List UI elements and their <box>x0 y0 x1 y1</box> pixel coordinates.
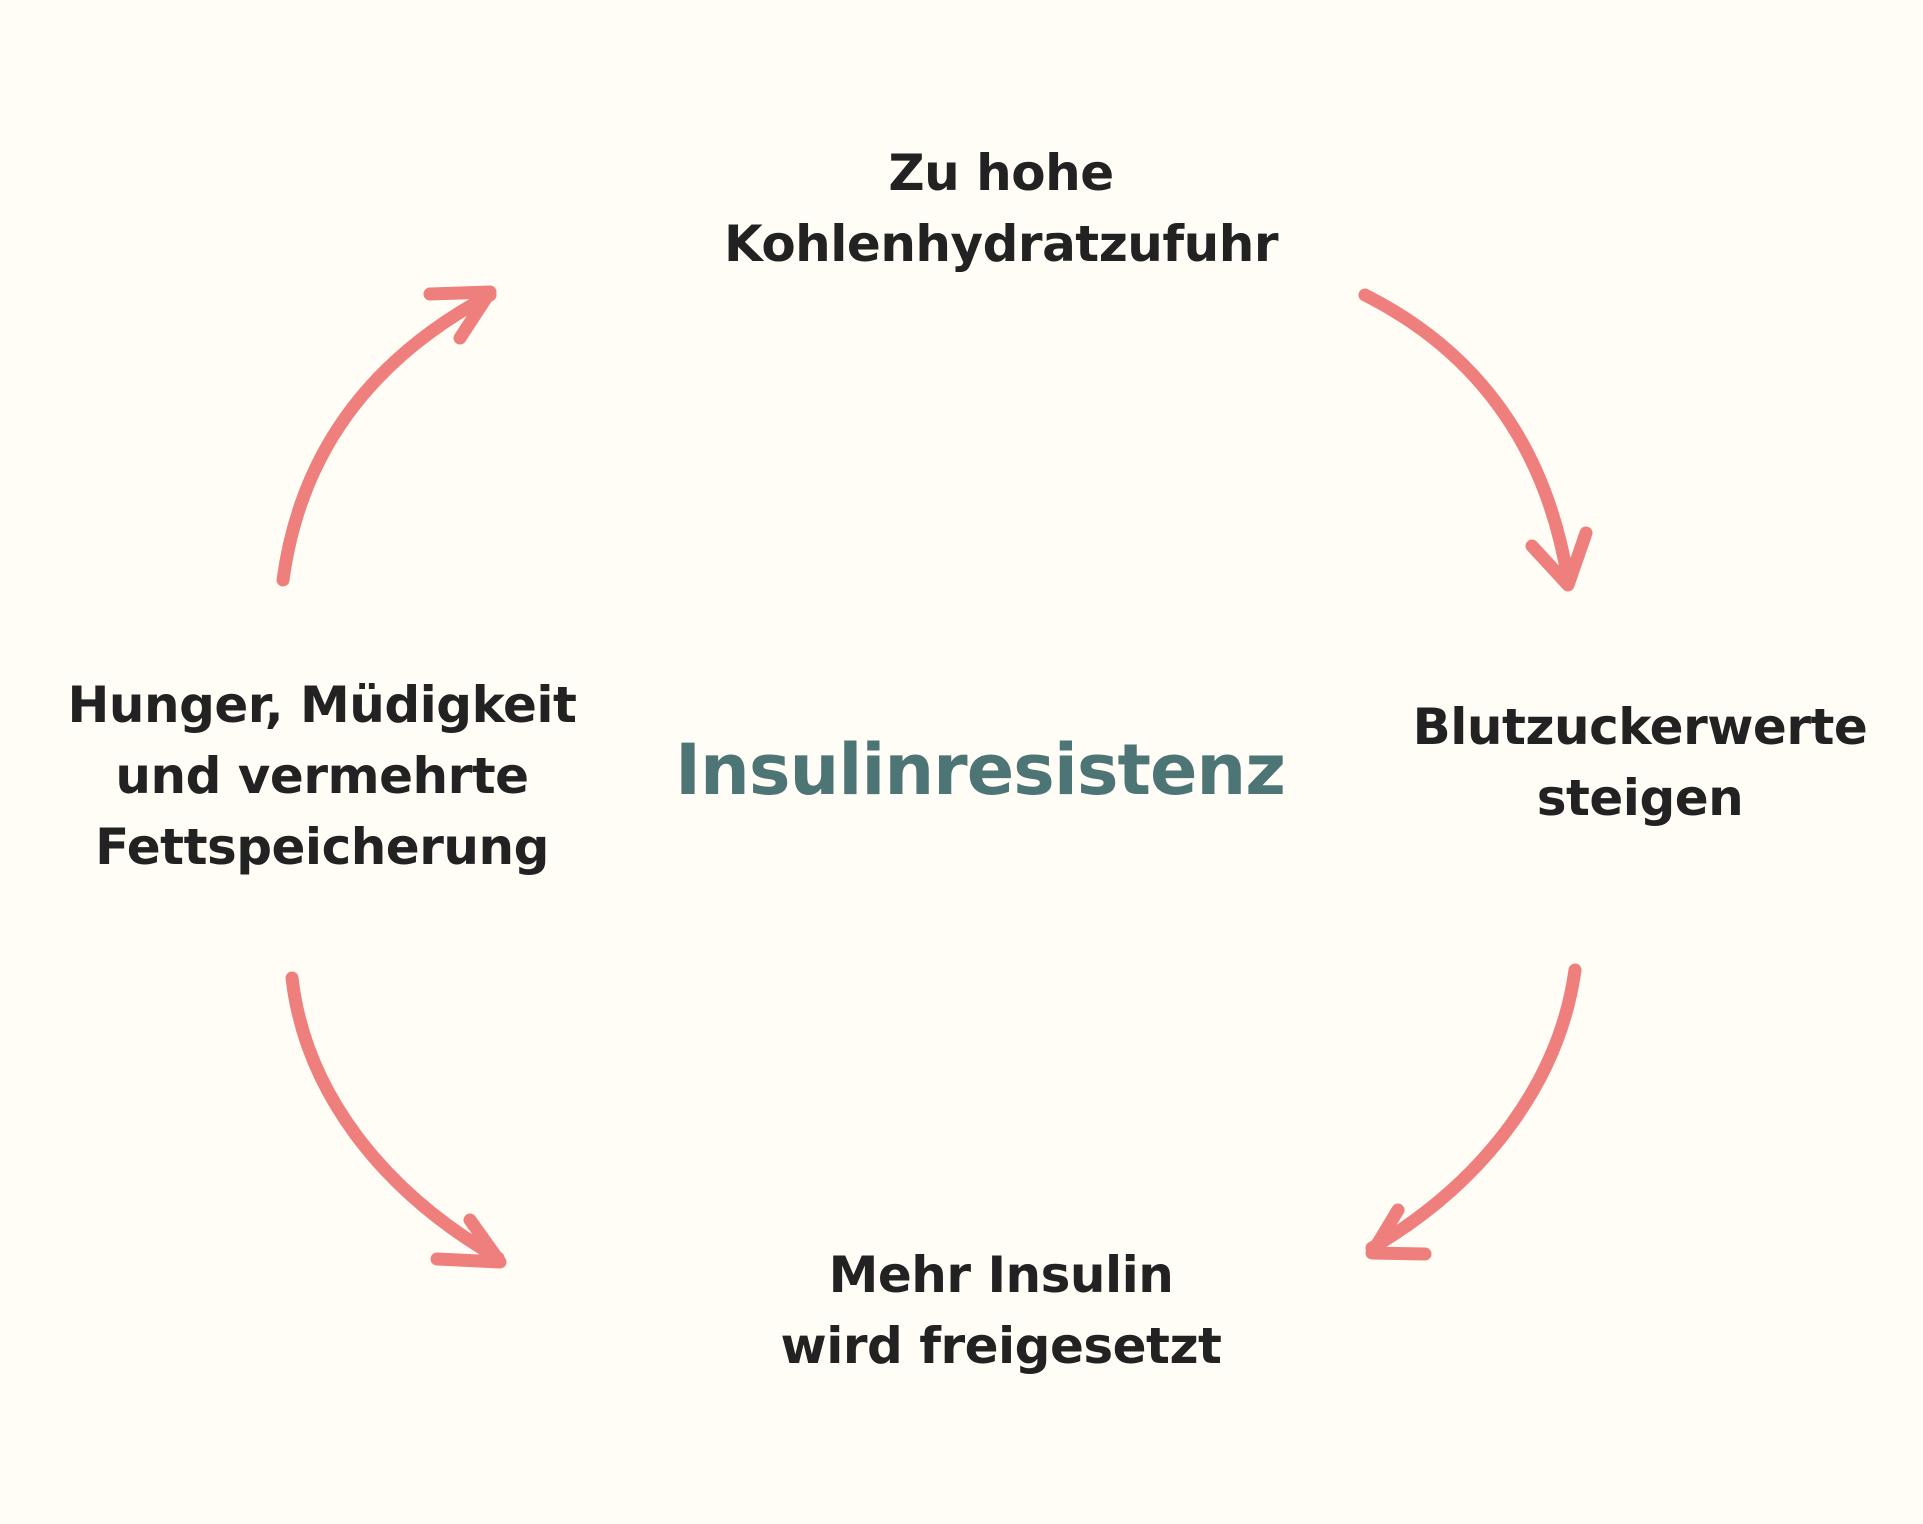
node-left-line-1: Hunger, Müdigkeit <box>67 676 577 734</box>
arrow-left-to-top <box>276 285 497 587</box>
node-top-line-1: Zu hohe <box>888 144 1114 202</box>
arrow-top-to-right <box>1358 288 1593 592</box>
arrow-right-to-bottom-shaft <box>1365 963 1582 1255</box>
node-left-line-2: und vermehrte <box>115 747 529 805</box>
arrow-left-to-bottom <box>285 971 507 1269</box>
node-hunger-fatigue: Hunger, Müdigkeit und vermehrte Fettspei… <box>12 670 632 883</box>
node-blood-sugar-rises: Blutzuckerwerte steigen <box>1360 692 1920 834</box>
arrow-left-to-top-head <box>423 285 497 345</box>
node-insulin-released: Mehr Insulin wird freigesetzt <box>661 1240 1341 1382</box>
arrow-left-to-bottom-head <box>430 1213 507 1269</box>
node-right-line-2: steigen <box>1536 769 1744 827</box>
arrow-right-to-bottom <box>1365 963 1582 1261</box>
node-bottom-line-2: wird freigesetzt <box>780 1317 1222 1375</box>
arrow-left-to-top-shaft <box>276 288 497 587</box>
arrow-right-to-bottom-head <box>1365 1203 1432 1261</box>
node-carbohydrate-intake: Zu hohe Kohlenhydratzufuhr <box>661 138 1341 280</box>
arrow-top-to-right-shaft <box>1358 288 1575 587</box>
node-top-line-2: Kohlenhydratzufuhr <box>723 215 1279 273</box>
arrow-left-to-bottom-shaft <box>285 971 505 1265</box>
center-label: Insulinresistenz <box>674 729 1286 811</box>
node-left-line-3: Fettspeicherung <box>95 818 549 876</box>
node-bottom-line-1: Mehr Insulin <box>828 1246 1174 1304</box>
arrow-top-to-right-head <box>1525 526 1593 592</box>
node-right-line-1: Blutzuckerwerte <box>1412 698 1868 756</box>
